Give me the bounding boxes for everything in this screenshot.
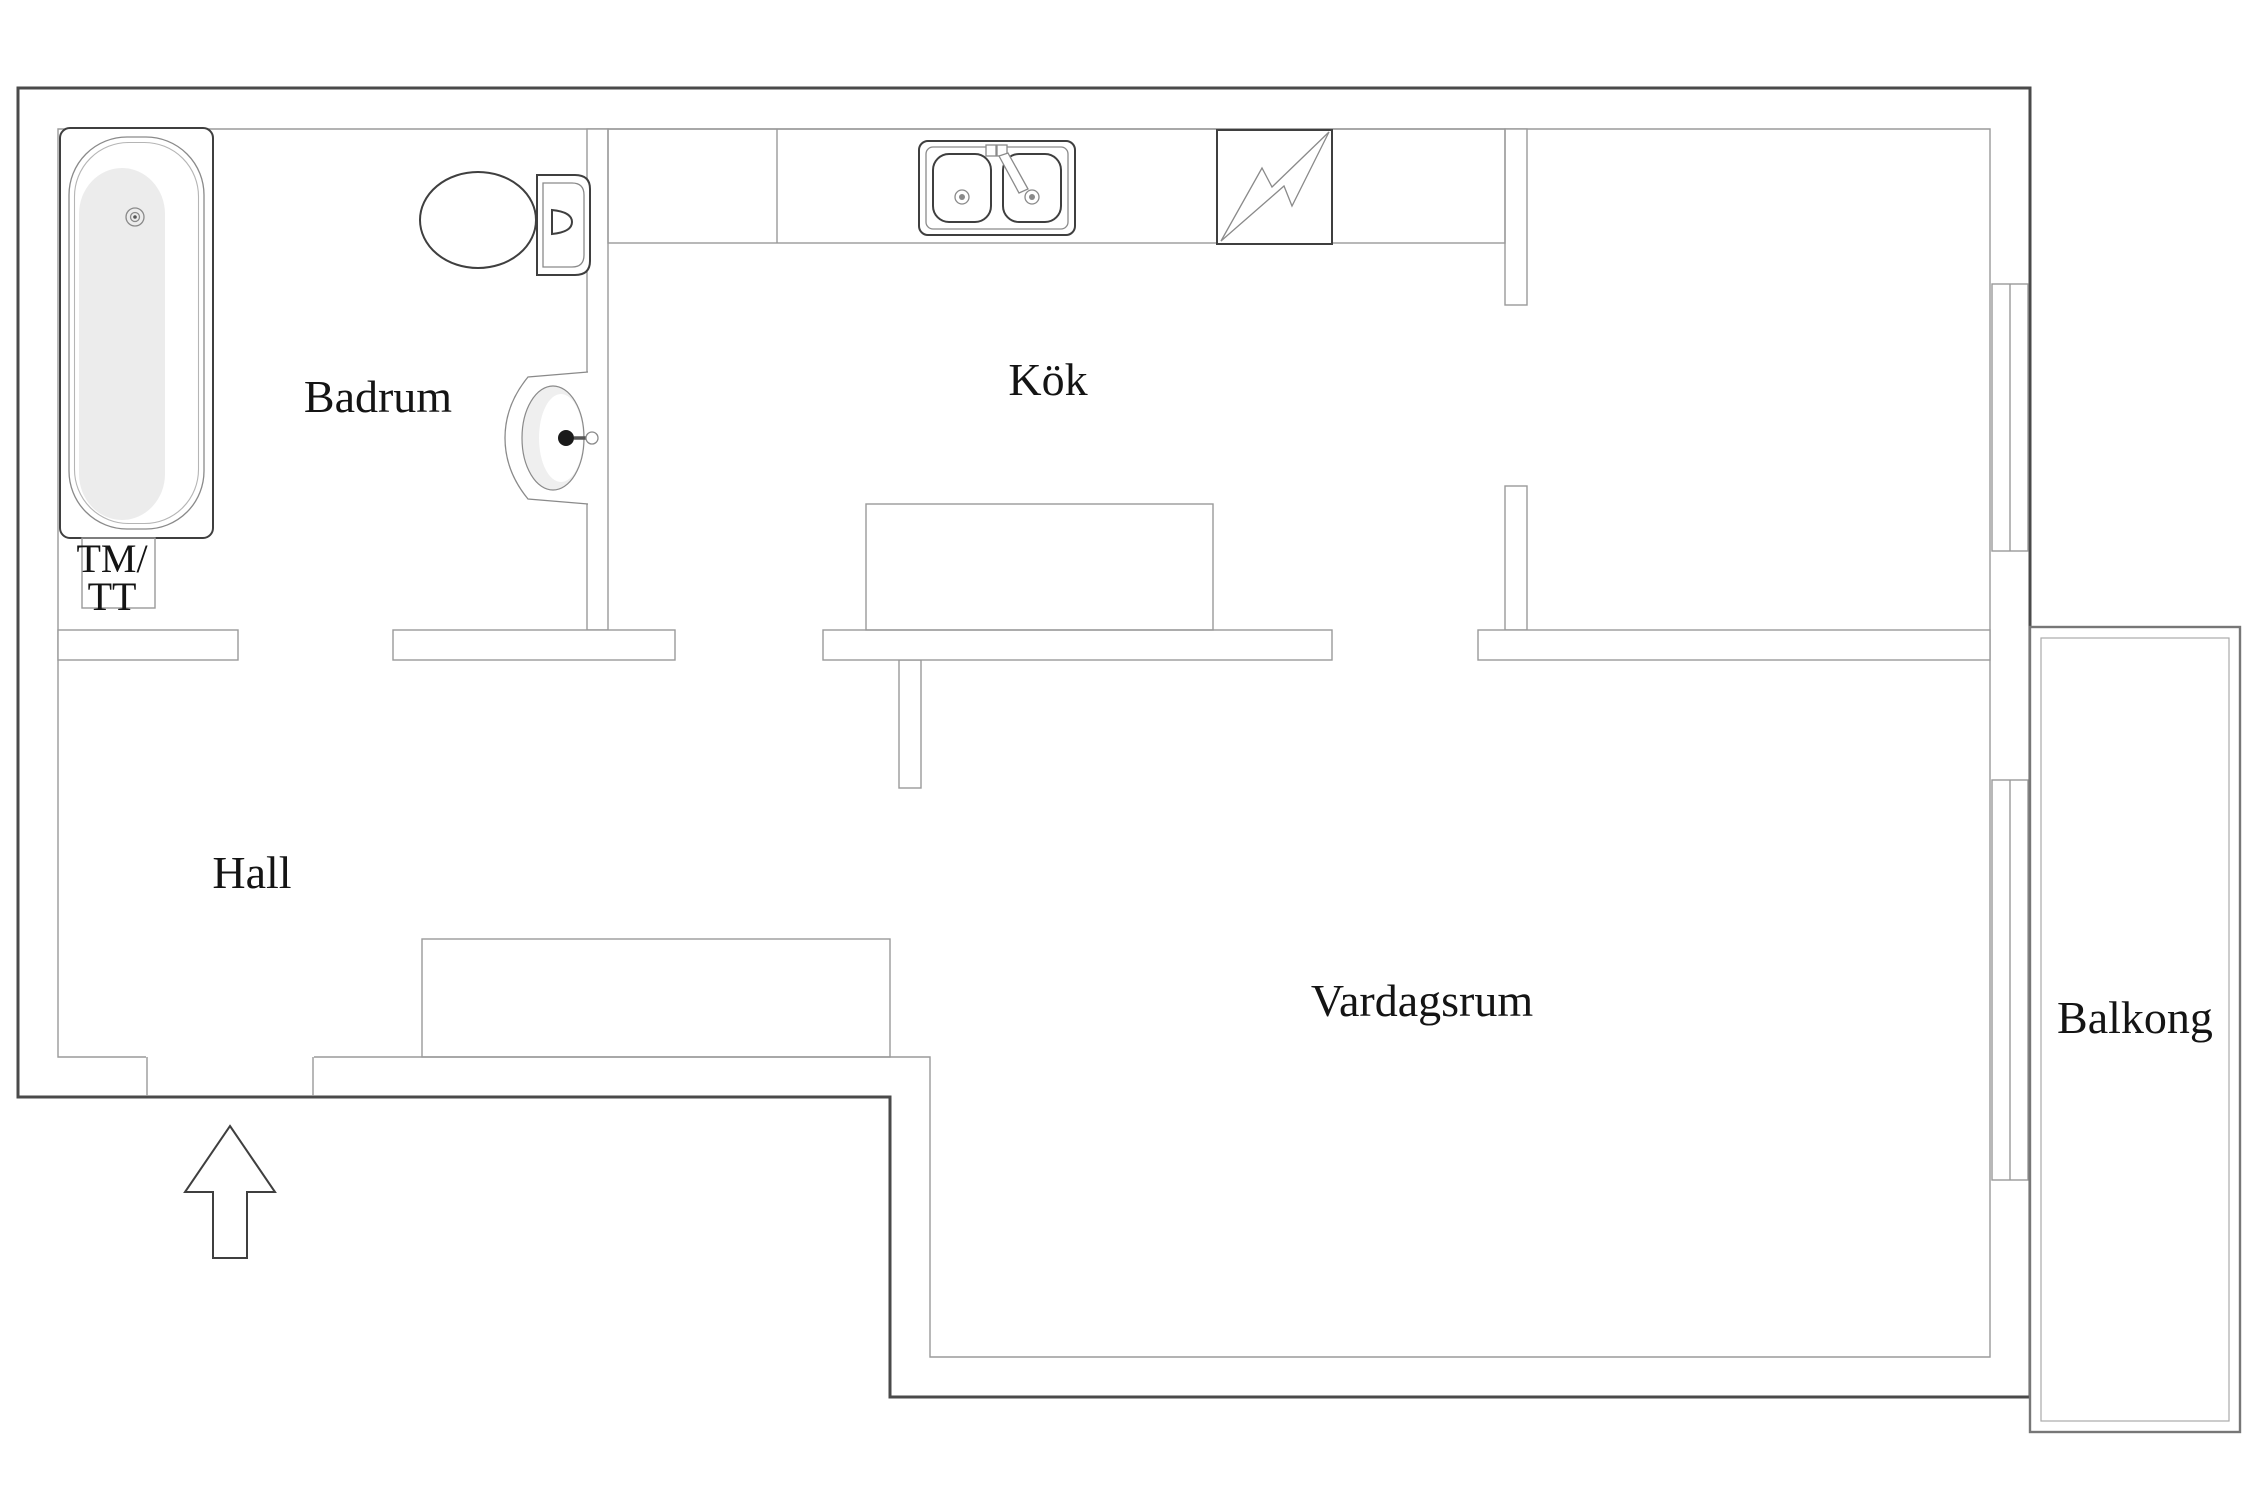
washer-dryer-box (81, 537, 156, 609)
sink-basin-left (932, 153, 992, 223)
toilet-flush-button (551, 208, 574, 236)
faucet-base-left (985, 144, 997, 157)
wall-kitchen-vardagsrum (1477, 629, 1991, 661)
wall-bathroom-south (57, 629, 239, 661)
washbasin-faucet-knob (585, 431, 599, 445)
outer-walls (16, 86, 2032, 1399)
wall-kitchen-south (822, 629, 1333, 661)
closet-outline (421, 938, 891, 1058)
sink-outer (918, 140, 1076, 236)
toilet-tank-inner (542, 182, 585, 268)
island-outline (865, 503, 1214, 631)
faucet-spout (998, 152, 1029, 194)
balcony-railing (2028, 625, 2242, 1434)
lightning-stroke-1 (1220, 131, 1330, 242)
arrow-shape (183, 1124, 277, 1259)
entrance-arrow-icon (183, 1124, 277, 1259)
double-sink-icon (918, 140, 1076, 236)
wall-hall-north (392, 629, 676, 661)
bathtub-shading (79, 168, 165, 520)
label-vardagsrum: Vardagsrum (1311, 975, 1533, 1026)
sink-drain-left-dot (959, 194, 965, 200)
washbasin-icon (504, 371, 599, 505)
washbasin-faucet-dot (558, 430, 574, 446)
balcony-inner (2040, 637, 2230, 1422)
balcony-outer (2028, 625, 2242, 1434)
room-labels: Badrum Kök Hall Vardagsrum Balkong (212, 354, 2213, 1043)
label-badrum: Badrum (304, 371, 452, 422)
sink-drain-left (954, 189, 970, 205)
balcony-door-window-symbol (1991, 779, 2029, 1181)
hall-closet (421, 938, 891, 1058)
stove-outline (1216, 129, 1333, 245)
inner-wall-outline (57, 128, 1991, 1358)
toilet-bowl (419, 171, 537, 269)
interior-walls (57, 128, 1991, 789)
label-hall: Hall (212, 847, 291, 898)
washer-dryer-label-bottom: TT (88, 574, 137, 619)
sink-basin-right (1002, 153, 1062, 223)
lightning-stroke-2 (1220, 131, 1330, 242)
window-symbol (1991, 283, 2029, 552)
label-balkong: Balkong (2057, 992, 2213, 1043)
entrance-door-opening (146, 1052, 314, 1095)
bathtub-drain-icon (125, 207, 145, 227)
washer-dryer-label-top: TM/ (76, 536, 148, 581)
wall-kitchen-right-lower (1504, 485, 1528, 631)
wall-kitchen-right-upper (1504, 128, 1528, 306)
kitchen-counter (607, 128, 1506, 244)
wall-stub-hall (898, 659, 922, 789)
bathtub-icon (59, 127, 214, 539)
bathtub-rim-1 (68, 136, 205, 530)
toilet-icon (419, 171, 591, 276)
sink-drain-right (1024, 189, 1040, 205)
kitchen-island (865, 503, 1214, 631)
sink-drain-right-dot (1029, 194, 1035, 200)
bathtub-rim-2 (73, 141, 200, 525)
counter-outline (607, 128, 1506, 244)
label-kok: Kök (1008, 354, 1087, 405)
stove-lightning-icon (1216, 129, 1333, 245)
washer-dryer-niche: TM/ TT (76, 536, 156, 619)
outer-wall-outline (16, 86, 2032, 1399)
